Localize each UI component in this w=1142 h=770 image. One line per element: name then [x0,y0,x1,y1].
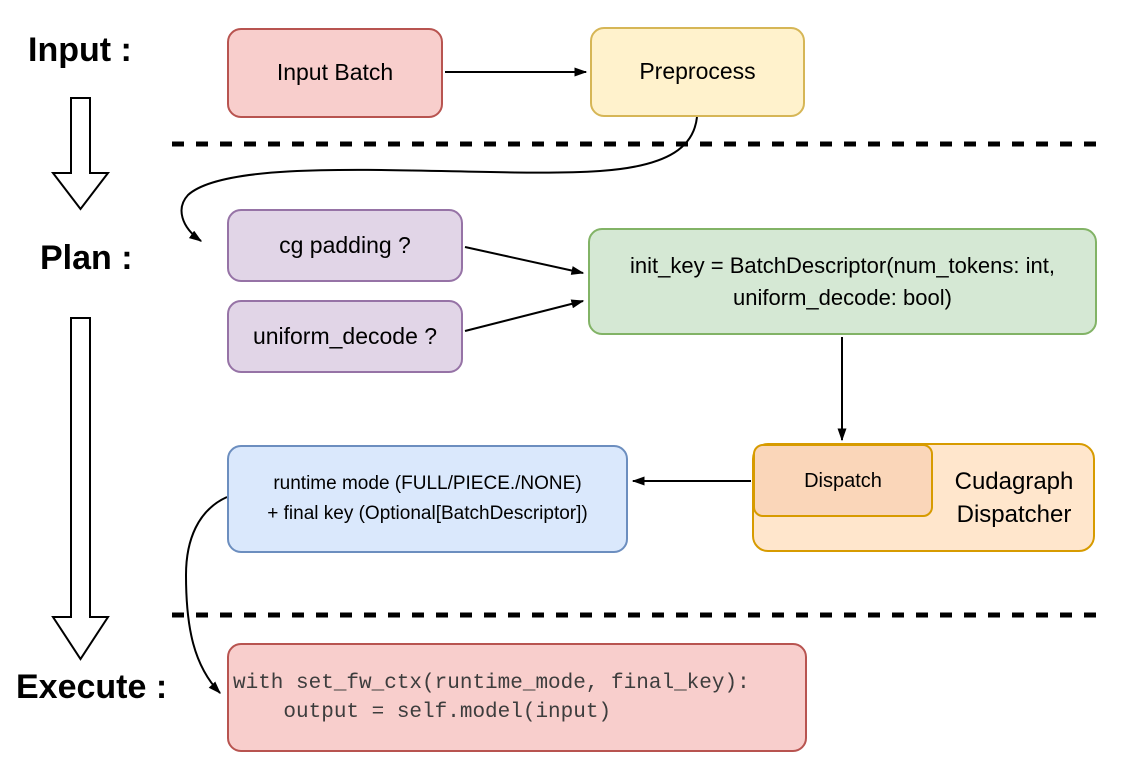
node-preprocess-label: Preprocess [639,58,756,85]
node-runtime-mode: runtime mode (FULL/PIECE./NONE) + final … [227,445,628,553]
node-cg-padding: cg padding ? [227,209,463,282]
node-execute-code: with set_fw_ctx(runtime_mode, final_key)… [227,643,807,752]
execute-code-line2: output = self.model(input) [233,700,612,724]
arrow-preprocess-to-cg-padding [180,116,698,242]
flow-arrow-input-to-plan-icon [50,97,111,211]
section-label-execute: Execute : [16,668,168,706]
node-dispatch: Dispatch [753,444,933,517]
node-init-key: init_key = BatchDescriptor(num_tokens: i… [588,228,1097,335]
node-cg-padding-label: cg padding ? [279,231,411,258]
cudagraph-label-line2: Dispatcher [956,500,1072,528]
flow-arrow-plan-to-execute-icon [51,317,110,661]
node-init-key-line1: init_key = BatchDescriptor(num_tokens: i… [630,252,1055,278]
arrow-runtime-mode-to-execute-code [184,496,228,694]
cudagraph-label-line1: Cudagraph [954,467,1074,495]
node-uniform-decode-label: uniform_decode ? [252,322,438,349]
node-init-key-line2: uniform_decode: bool) [733,284,952,310]
arrow-cg-padding-to-init-key [464,246,585,275]
section-label-plan: Plan : [40,239,133,277]
execute-code-line1: with set_fw_ctx(runtime_mode, final_key)… [233,671,750,695]
arrow-uniform-decode-to-init-key [464,299,585,332]
section-label-input: Input : [28,31,132,69]
node-runtime-mode-line2: + final key (Optional[BatchDescriptor]) [267,503,588,524]
node-uniform-decode: uniform_decode ? [227,300,463,373]
node-input-batch: Input Batch [227,28,443,118]
node-input-batch-label: Input Batch [276,59,394,86]
node-dispatch-label: Dispatch [804,469,882,492]
node-preprocess: Preprocess [590,27,805,117]
node-cudagraph-dispatcher-label: Cudagraph Dispatcher [933,443,1095,552]
node-runtime-mode-line1: runtime mode (FULL/PIECE./NONE) [273,473,582,494]
